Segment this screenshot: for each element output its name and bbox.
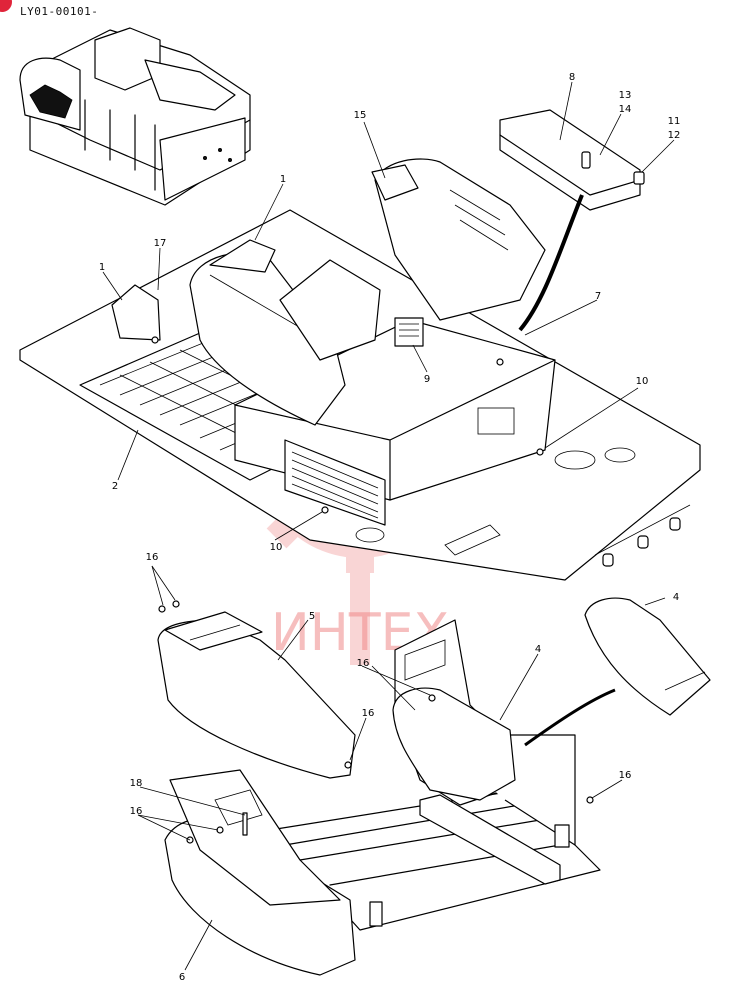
callout-label: 18 bbox=[130, 778, 143, 789]
callout-label: 11 bbox=[668, 116, 681, 127]
callout-label: 9 bbox=[424, 374, 430, 385]
lower-assembly bbox=[157, 597, 711, 976]
leader-lines bbox=[102, 81, 675, 971]
callout-label: 16 bbox=[146, 552, 159, 563]
callout-label: 17 bbox=[154, 238, 167, 249]
callout-label: 16 bbox=[619, 770, 632, 781]
callout-label: 4 bbox=[535, 644, 541, 655]
callout-label: 10 bbox=[270, 542, 283, 553]
callout-label: 2 bbox=[112, 481, 118, 492]
callout-label: 1 bbox=[99, 262, 105, 273]
callout-label: 7 bbox=[595, 291, 601, 302]
callout-label: 13 bbox=[619, 90, 632, 101]
callout-label: 12 bbox=[668, 130, 681, 141]
callout-label: 16 bbox=[362, 708, 375, 719]
document-code: LY01-00101- bbox=[20, 5, 99, 18]
callout-label: 16 bbox=[130, 806, 143, 817]
callout-label: 5 bbox=[309, 611, 315, 622]
callout-label: 16 bbox=[357, 658, 370, 669]
callout-label: 4 bbox=[673, 592, 679, 603]
corner-badge-icon bbox=[0, 0, 12, 12]
callout-label: 1 bbox=[280, 174, 286, 185]
callout-numbers: 1 1 2 4 4 5 6 7 8 9 10 10 11 12 13 14 15… bbox=[99, 72, 681, 983]
callout-label: 14 bbox=[619, 104, 632, 115]
machine-overview-inset bbox=[19, 27, 251, 206]
callout-label: 6 bbox=[179, 972, 185, 983]
callout-label: 15 bbox=[354, 110, 367, 121]
callout-label: 10 bbox=[636, 376, 649, 387]
callout-label: 8 bbox=[569, 72, 575, 83]
upper-assembly bbox=[19, 109, 701, 581]
